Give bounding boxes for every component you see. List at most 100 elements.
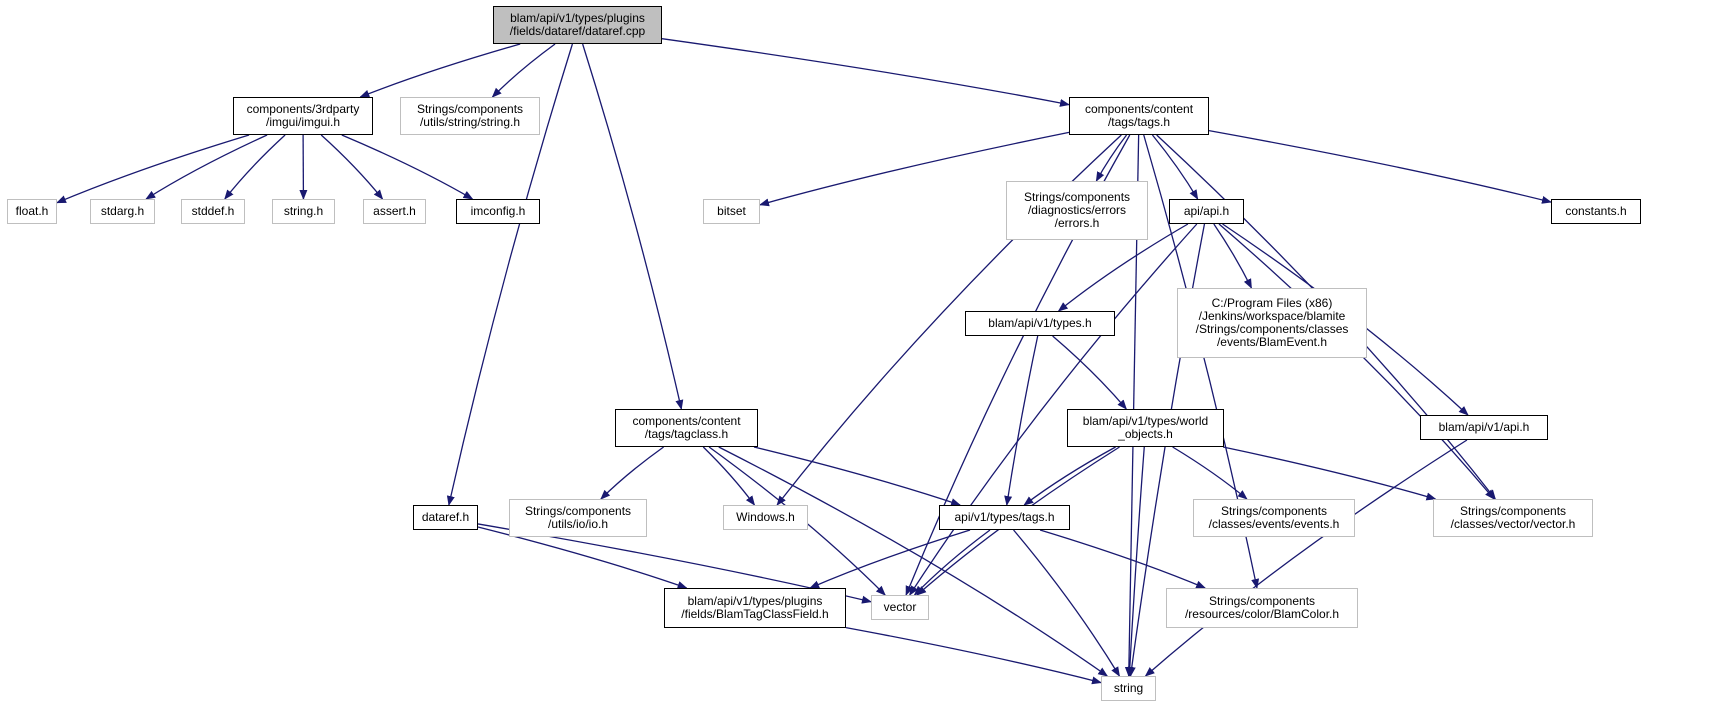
edges-layer: [56, 38, 1552, 685]
edge-imgui-h-to-imconfig-h: [341, 134, 474, 200]
node-label-line: Strings/components: [524, 504, 632, 518]
node-tagclass-h[interactable]: components/content/tags/tagclass.h: [615, 409, 758, 447]
node-label-line: _objects.h: [1118, 427, 1173, 441]
edge-tagclass-h-to-v1-tags-h: [753, 446, 962, 506]
node-io-h[interactable]: Strings/components/utils/io/io.h: [509, 499, 647, 537]
node-label-line: dataref.h: [421, 510, 470, 524]
node-api-h[interactable]: api/api.h: [1169, 199, 1244, 224]
node-constants-h[interactable]: constants.h: [1551, 199, 1641, 224]
edge-dataref-cpp-to-tags-h: [661, 38, 1070, 107]
node-vector-h[interactable]: Strings/components/classes/vector/vector…: [1433, 499, 1593, 537]
node-label-line: float.h: [15, 204, 49, 218]
edge-types-h-to-v1-tags-h: [1004, 335, 1039, 506]
node-label-line: components/3rdparty: [246, 102, 360, 116]
node-string-h[interactable]: string.h: [272, 199, 335, 224]
node-label-line: assert.h: [373, 204, 416, 218]
edge-api-h-to-vector-h: [1218, 223, 1495, 500]
node-label-line: Strings/components: [1459, 504, 1567, 518]
node-label-line: Strings/components: [1220, 504, 1328, 518]
edge-v1-tags-h-to-blamcolor-h: [1039, 529, 1207, 589]
node-stdarg-h[interactable]: stdarg.h: [90, 199, 155, 224]
edge-dataref-h-to-blamtagclassfield-h: [477, 526, 688, 589]
node-string-h-utils[interactable]: Strings/components/utils/string/string.h: [400, 97, 540, 135]
node-label-line: api/api.h: [1183, 204, 1230, 218]
node-label-line: blam/api/v1/types.h: [988, 316, 1092, 330]
node-dataref-cpp[interactable]: blam/api/v1/types/plugins/fields/dataref…: [493, 6, 662, 44]
edge-tagclass-h-to-windows-h: [702, 446, 756, 506]
edge-v1-tags-h-to-blamtagclassfield-h: [809, 529, 971, 589]
node-label-line: /Jenkins/workspace/blamite: [1198, 309, 1346, 323]
node-label-line: /Strings/components/classes: [1195, 322, 1349, 336]
edge-v1-tags-h-to-vector: [913, 529, 991, 596]
node-label-line: blam/api/v1/api.h: [1438, 420, 1530, 434]
node-label-line: /utils/string/string.h: [419, 115, 521, 129]
node-float-h[interactable]: float.h: [7, 199, 57, 224]
node-vector[interactable]: vector: [871, 595, 929, 620]
node-dataref-h[interactable]: dataref.h: [413, 505, 478, 530]
edge-world-objects-h-to-vector-h: [1222, 446, 1437, 501]
edge-dataref-cpp-to-string-h-utils: [491, 43, 556, 98]
node-label-line: string.h: [283, 204, 324, 218]
node-events-h[interactable]: Strings/components/classes/events/events…: [1193, 499, 1355, 537]
node-label-line: /resources/color/BlamColor.h: [1184, 607, 1340, 621]
edge-imgui-h-to-assert-h: [320, 134, 384, 200]
node-label-line: /diagnostics/errors: [1027, 203, 1127, 217]
edge-v1-tags-h-to-string: [1013, 529, 1120, 677]
node-windows-h[interactable]: Windows.h: [723, 505, 808, 530]
edge-blamtagclassfield-h-to-string: [845, 626, 1102, 685]
node-label-line: bitset: [717, 204, 746, 218]
edge-imgui-h-to-float-h: [56, 134, 250, 204]
node-label-line: /classes/vector/vector.h: [1450, 517, 1576, 531]
edge-tagclass-h-to-string: [718, 446, 1109, 677]
node-blamevent-h[interactable]: C:/Program Files (x86)/Jenkins/workspace…: [1177, 288, 1367, 358]
edge-dataref-cpp-to-dataref-h: [446, 43, 574, 506]
node-label-line: C:/Program Files (x86): [1211, 296, 1333, 310]
node-imgui-h[interactable]: components/3rdparty/imgui/imgui.h: [233, 97, 373, 135]
node-label-line: /utils/io/io.h: [547, 517, 609, 531]
edge-tags-h-to-api-h: [1151, 134, 1199, 200]
node-label-line: stddef.h: [191, 204, 235, 218]
node-label-line: /classes/events/events.h: [1208, 517, 1340, 531]
node-label-line: /tags/tagclass.h: [644, 427, 729, 441]
edge-tags-h-to-constants-h: [1208, 129, 1552, 204]
node-label-line: Strings/components: [416, 102, 524, 116]
edge-api-h-to-blamevent-h: [1213, 223, 1253, 289]
edge-tags-h-to-errors-h: [1095, 134, 1128, 182]
node-imconfig-h[interactable]: imconfig.h: [456, 199, 540, 224]
node-label-line: /events/BlamEvent.h: [1216, 335, 1328, 349]
node-errors-h[interactable]: Strings/components/diagnostics/errors/er…: [1006, 181, 1148, 240]
node-types-h[interactable]: blam/api/v1/types.h: [965, 311, 1115, 336]
edge-dataref-cpp-to-imgui-h: [359, 43, 521, 98]
node-label-line: components/content: [1084, 102, 1194, 116]
node-label-line: Windows.h: [736, 510, 795, 524]
node-label-line: components/content: [632, 414, 741, 428]
node-blamcolor-h[interactable]: Strings/components/resources/color/BlamC…: [1166, 588, 1358, 628]
edge-imgui-h-to-stdarg-h: [145, 134, 268, 200]
node-world-objects-h[interactable]: blam/api/v1/types/world_objects.h: [1067, 409, 1224, 447]
node-label-line: vector: [883, 600, 917, 614]
node-string[interactable]: string: [1101, 676, 1156, 701]
edge-tags-h-to-bitset: [759, 131, 1070, 207]
node-label-line: /fields/BlamTagClassField.h: [681, 607, 829, 621]
edge-api-h-to-string: [1127, 223, 1206, 677]
node-v1-tags-h[interactable]: api/v1/types/tags.h: [939, 505, 1070, 530]
node-label-line: Strings/components: [1208, 594, 1316, 608]
node-v1-api-h[interactable]: blam/api/v1/api.h: [1420, 415, 1548, 440]
edge-types-h-to-world-objects-h: [1052, 335, 1127, 410]
edge-tagclass-h-to-io-h: [600, 446, 664, 500]
node-tags-h[interactable]: components/content/tags/tags.h: [1069, 97, 1209, 135]
node-label-line: blam/api/v1/types/world: [1082, 414, 1209, 428]
node-label-line: stdarg.h: [100, 204, 145, 218]
edge-world-objects-h-to-v1-tags-h: [1023, 446, 1116, 506]
edge-world-objects-h-to-events-h: [1172, 446, 1248, 500]
edge-imgui-h-to-stddef-h: [224, 134, 286, 200]
node-bitset[interactable]: bitset: [703, 199, 760, 224]
edge-dataref-cpp-to-tagclass-h: [582, 43, 684, 410]
node-label-line: string: [1113, 681, 1144, 695]
node-stddef-h[interactable]: stddef.h: [181, 199, 245, 224]
node-assert-h[interactable]: assert.h: [363, 199, 426, 224]
edge-v1-api-h-to-string: [1144, 439, 1468, 677]
node-label-line: /imgui/imgui.h: [265, 115, 341, 129]
node-blamtagclassfield-h[interactable]: blam/api/v1/types/plugins/fields/BlamTag…: [664, 588, 846, 628]
node-label-line: blam/api/v1/types/plugins: [687, 594, 823, 608]
